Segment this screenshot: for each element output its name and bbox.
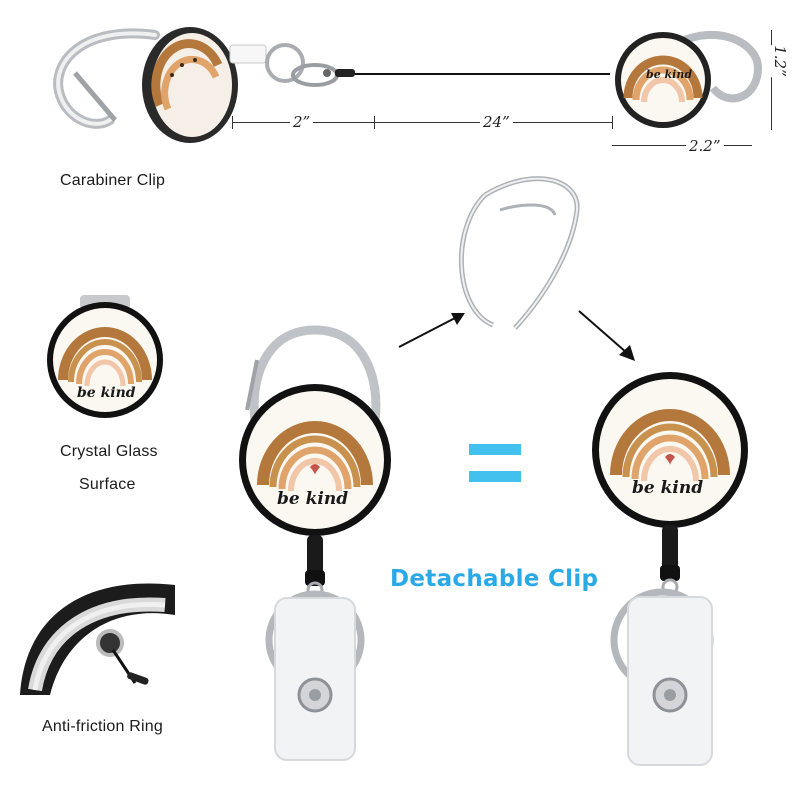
arrow-to-clip-icon: [398, 313, 465, 348]
dimension-line-width: [612, 145, 752, 146]
carabiner-clip-caption: Carabiner Clip: [60, 172, 166, 189]
dimension-height: 1.2”: [770, 45, 789, 77]
svg-text:be kind: be kind: [646, 68, 692, 81]
tick-left: [232, 116, 233, 129]
svg-text:be kind: be kind: [277, 489, 348, 509]
dimension-cord-long: 24”: [480, 113, 513, 131]
dimension-cord-short: 2”: [290, 113, 314, 131]
anti-friction-ring-closeup-image: [20, 583, 175, 695]
strap-and-ring-image: [229, 43, 355, 87]
dimension-diagram: be kind 2” 24” 1.2” 2.2”: [0, 0, 800, 160]
crystal-glass-closeup-image: be kind: [47, 295, 163, 418]
dimension-line-height: [771, 30, 772, 130]
badge-reel-without-clip-image: be kind: [592, 372, 748, 766]
detached-clip-image: [458, 176, 580, 330]
retractable-cord: [355, 73, 610, 75]
equals-sign: [469, 444, 521, 484]
tick-mid: [374, 116, 375, 129]
arrow-to-reel-icon: [578, 310, 635, 361]
svg-text:be kind: be kind: [632, 478, 703, 498]
crystal-glass-caption-line1: Crystal Glass: [60, 443, 158, 460]
dimension-width: 2.2”: [686, 137, 724, 155]
tick-right: [612, 116, 613, 129]
carabiner-closeup-image: [53, 27, 238, 143]
equals-bar-top: [469, 444, 521, 455]
detachable-clip-title: Detachable Clip: [390, 566, 599, 592]
dimension-line-cord: [232, 122, 612, 123]
badge-reel-top-image: be kind: [615, 30, 763, 128]
anti-friction-ring-caption: Anti-friction Ring: [42, 718, 163, 735]
svg-text:be kind: be kind: [77, 385, 136, 401]
badge-reel-with-clip-image: be kind: [239, 325, 391, 761]
crystal-glass-caption-line2: Surface: [79, 476, 136, 493]
equals-bar-bottom: [469, 471, 521, 482]
